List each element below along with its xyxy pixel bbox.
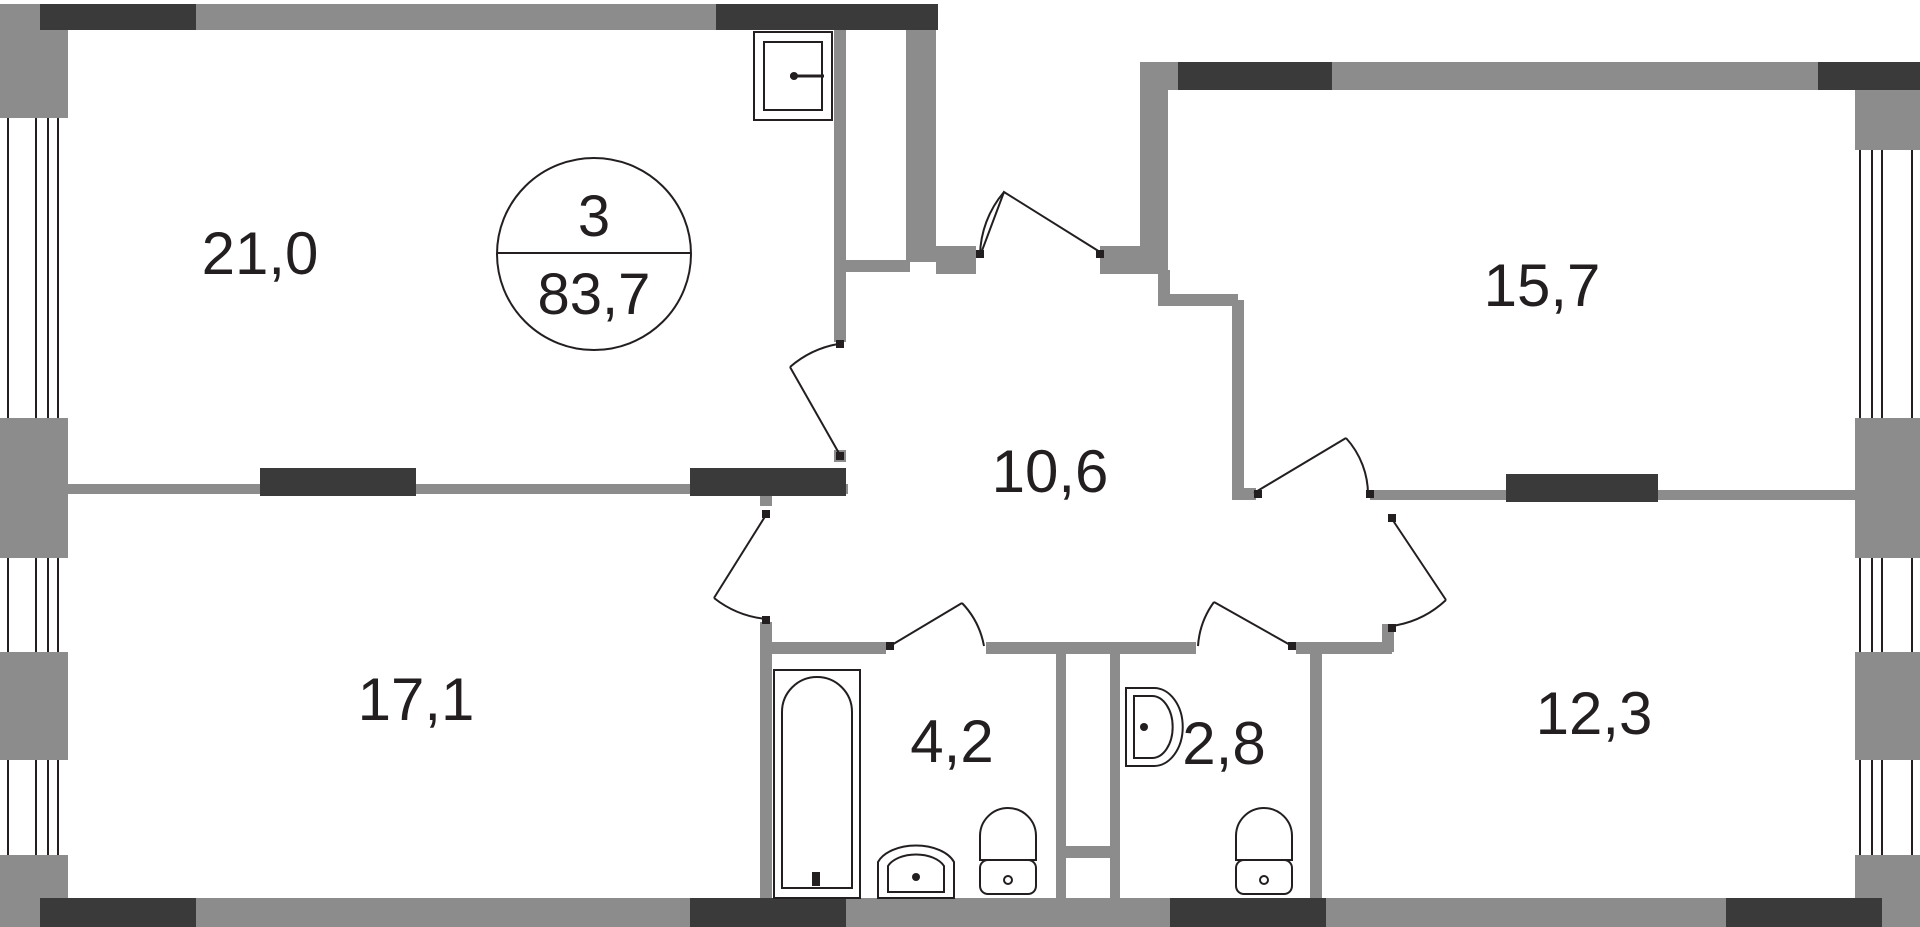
kitchen-sink (753, 31, 833, 121)
total-area: 83,7 (538, 262, 651, 327)
door-hall-top-right-arc (979, 191, 1005, 257)
bathtub (773, 669, 861, 899)
toilet (1235, 807, 1293, 895)
room-count: 3 (578, 184, 610, 249)
door-hall-top-left (979, 190, 1101, 257)
door-bathroom (889, 602, 985, 647)
apartment-badge: 3 83,7 (496, 157, 692, 351)
area-label-room-bottom-right: 12,3 (1536, 680, 1653, 747)
windows (40, 4, 1920, 927)
area-label-room-bottom-left: 17,1 (358, 666, 475, 733)
area-label-hallway: 10,6 (992, 438, 1109, 505)
bathroom-toilet (979, 807, 1037, 895)
area-label-toilet: 2,8 (1182, 710, 1265, 777)
door-top-right (1253, 437, 1370, 497)
area-label-bathroom: 4,2 (910, 708, 993, 775)
outer-walls (0, 4, 1920, 927)
area-label-room-top-right: 15,7 (1484, 252, 1601, 319)
door-bottom-right (1389, 515, 1447, 627)
doors (713, 190, 1447, 647)
door-top-left (789, 343, 841, 456)
door-bottom-left (713, 514, 767, 620)
door-toilet (1197, 601, 1293, 647)
area-label-room-top-left: 21,0 (202, 220, 319, 287)
interior-walls (68, 30, 1855, 898)
door-jambs (762, 250, 1396, 650)
bathroom-sink (877, 844, 955, 899)
window-frames (7, 118, 1913, 855)
toilet-room-sink (1125, 687, 1184, 767)
